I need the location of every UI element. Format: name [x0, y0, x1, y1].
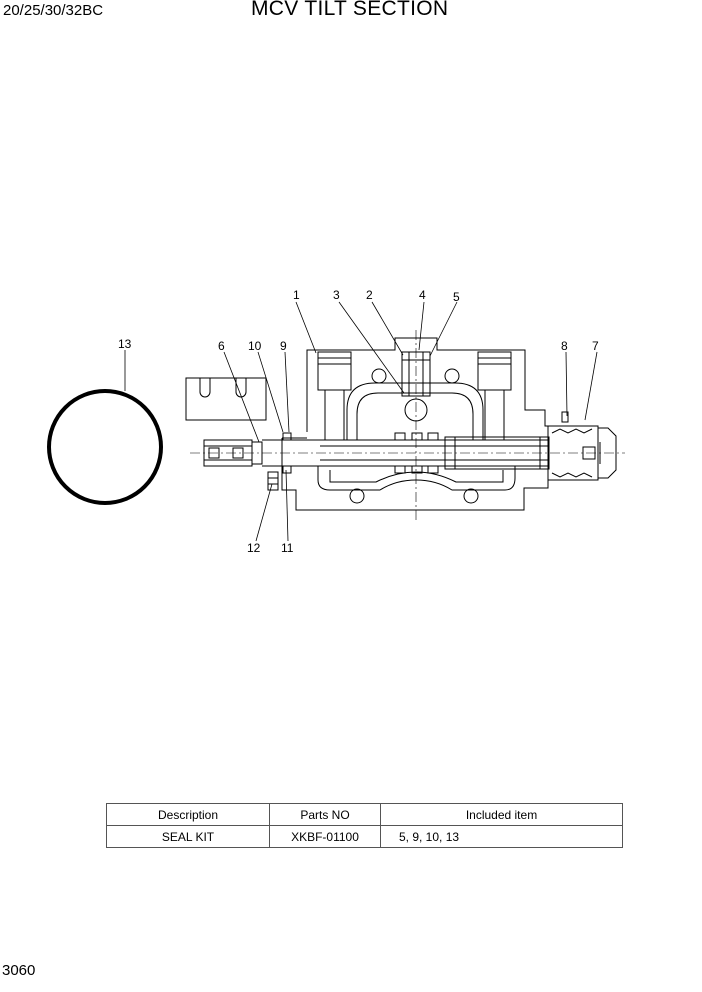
- column-header-included-item: Included item: [380, 803, 623, 826]
- callout-9: 9: [280, 339, 287, 353]
- cell-part-no: XKBF-01100: [269, 825, 381, 848]
- center-lines: [190, 330, 625, 520]
- o-ring: [47, 389, 163, 505]
- callout-1: 1: [293, 288, 300, 302]
- callout-8: 8: [561, 339, 568, 353]
- callout-labels: 1 3 2 4 5 13 6 10 9 8 7 12 11: [118, 288, 599, 555]
- leader-lines: [124, 301, 598, 542]
- callout-3: 3: [333, 288, 340, 302]
- page-title: MCV TILT SECTION: [251, 0, 449, 20]
- port-left: [317, 351, 352, 440]
- spring-cap: [444, 411, 617, 481]
- callout-2: 2: [366, 288, 373, 302]
- cell-description: SEAL KIT: [106, 825, 270, 848]
- mounting-bracket: [185, 377, 267, 421]
- spool-bore: [262, 432, 548, 474]
- internal-passage-lower: [317, 466, 516, 491]
- spool-end: [203, 439, 263, 467]
- callout-7: 7: [592, 339, 599, 353]
- column-header-description: Description: [106, 803, 270, 826]
- column-header-parts-no: Parts NO: [269, 803, 381, 826]
- callout-6: 6: [218, 339, 225, 353]
- callout-11: 11: [281, 541, 294, 555]
- lower-plug: [267, 471, 279, 491]
- callout-13: 13: [118, 337, 132, 351]
- parts-table: Description Parts NO Included item SEAL …: [106, 803, 623, 848]
- callout-5: 5: [453, 290, 460, 304]
- port-right: [477, 351, 512, 440]
- callout-12: 12: [247, 541, 261, 555]
- internal-passage-upper: [346, 382, 484, 440]
- valve-body: [281, 337, 549, 511]
- model-label: 20/25/30/32BC: [3, 2, 104, 19]
- table-row: SEAL KIT XKBF-01100 5, 9, 10, 13: [106, 825, 623, 848]
- cell-included-items: 5, 9, 10, 13: [380, 825, 623, 848]
- check-valve: [401, 351, 431, 422]
- parts-table-header: Description Parts NO Included item: [106, 803, 623, 826]
- callout-4: 4: [419, 288, 426, 302]
- callout-10: 10: [248, 339, 262, 353]
- page-number: 3060: [2, 962, 36, 979]
